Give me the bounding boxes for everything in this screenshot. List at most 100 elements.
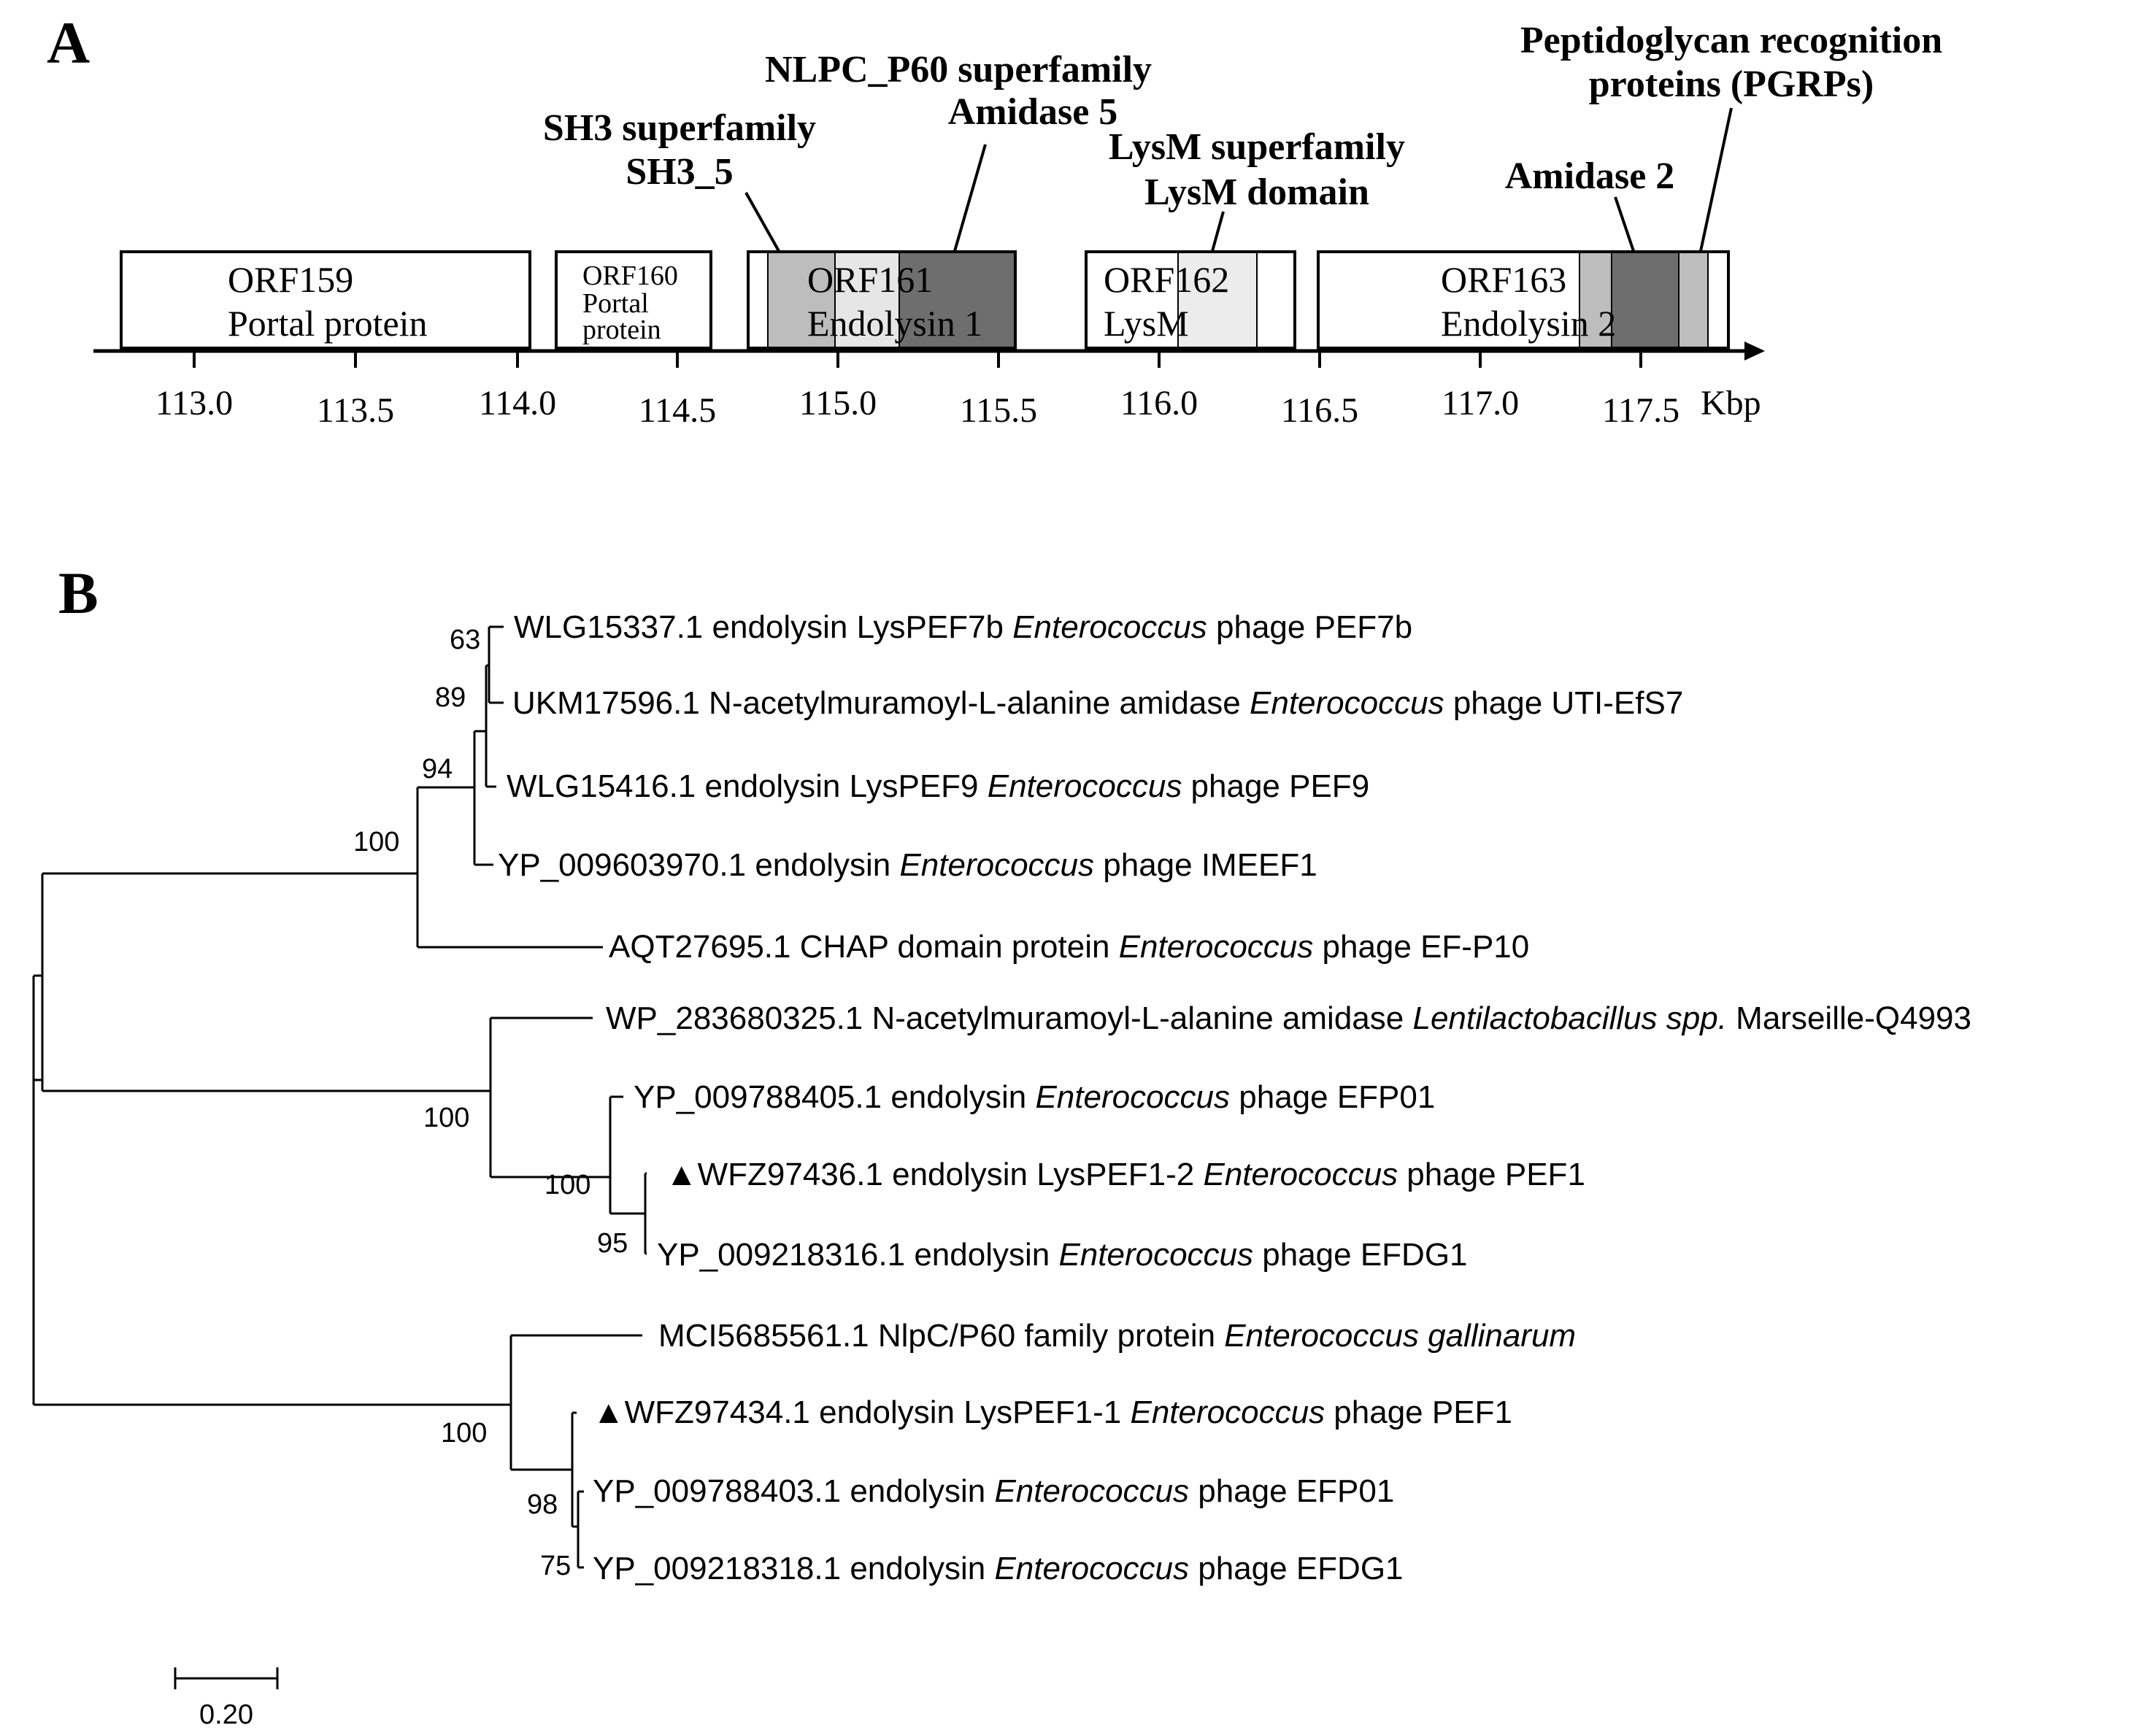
- axis-tick-label: 113.5: [317, 391, 394, 430]
- orf160-desc-line1: Portal: [582, 288, 649, 319]
- orf163-name: ORF163: [1441, 259, 1566, 300]
- pgrp-label-line1: Peptidoglycan recognition: [1520, 20, 1942, 61]
- leaf-host-name: Enterococcus: [1203, 1157, 1398, 1192]
- axis-tick-label: 114.5: [639, 391, 716, 430]
- leaf-host-name: Enterococcus: [1130, 1394, 1325, 1430]
- orf161-linker-block: [834, 251, 900, 349]
- pgrp-domain-block: [1678, 251, 1709, 349]
- leaf-phage-name: Marseille-Q4993: [1727, 1000, 1971, 1036]
- axis-tick-label: 117.5: [1602, 391, 1679, 430]
- panel-b-letter: B: [58, 560, 99, 626]
- bootstrap-63: 63: [450, 625, 480, 655]
- sh3-leader-line: [744, 192, 780, 252]
- leaf-host-name: Lentilactobacillus spp.: [1412, 1000, 1726, 1036]
- tree-leaf-label: UKM17596.1 N-acetylmuramoyl-L-alanine am…: [512, 685, 1683, 721]
- lysm-domain-label: LysM domain: [1144, 171, 1369, 213]
- orf160-gene: ORF160 Portal protein: [555, 250, 712, 350]
- leaf-host-name: Enterococcus: [1012, 609, 1207, 645]
- leaf-accession: YP_009788403.1 endolysin: [593, 1473, 994, 1509]
- genome-axis-ticks: [193, 351, 1642, 368]
- leaf-accession: YP_009603970.1 endolysin: [498, 847, 899, 883]
- leaf-phage-name: phage PEF1: [1398, 1157, 1585, 1192]
- leaf-phage-name: phage IMEEF1: [1094, 847, 1317, 883]
- orf163-desc: Endolysin 2: [1441, 303, 1616, 344]
- leaf-accession: WFZ97434.1 endolysin LysPEF1-1: [625, 1394, 1131, 1430]
- lysm-domain-block: [1177, 251, 1258, 349]
- leaf-accession: WLG15337.1 endolysin LysPEF7b: [514, 609, 1012, 645]
- axis-tick-label: 114.0: [479, 384, 556, 423]
- leaf-host-name: Enterococcus: [988, 768, 1182, 804]
- tree-leaf-labels: WLG15337.1 endolysin LysPEF7b Enterococc…: [498, 609, 1971, 1586]
- panel-a-letter: A: [47, 9, 90, 76]
- bootstrap-100-clade1: 100: [353, 827, 399, 857]
- amidase2-domain-block: [1611, 251, 1679, 349]
- leaf-accession: MCI5685561.1 NlpC/P60 family protein: [658, 1318, 1224, 1354]
- axis-tick-label: 117.0: [1442, 384, 1519, 423]
- orf161-gene: ORF161 Endolysin 1: [747, 250, 1017, 350]
- leaf-host-name: Enterococcus: [899, 847, 1094, 883]
- orf160-desc-line2: protein: [582, 315, 661, 345]
- amidase5-domain-block: [899, 251, 1016, 349]
- leaf-phage-name: phage PEF1: [1325, 1394, 1512, 1430]
- bootstrap-75: 75: [540, 1551, 571, 1581]
- leaf-accession: YP_009788405.1 endolysin: [634, 1079, 1035, 1115]
- tree-leaf-label: YP_009603970.1 endolysin Enterococcus ph…: [498, 847, 1317, 883]
- axis-tick-label: 116.0: [1120, 384, 1198, 423]
- orf163-gene: ORF163 Endolysin 2: [1317, 250, 1730, 350]
- leaf-host-name: Enterococcus: [1058, 1237, 1253, 1273]
- genome-axis-arrowhead: [1744, 342, 1765, 360]
- leaf-accession: YP_009218316.1 endolysin: [657, 1237, 1058, 1273]
- leaf-host-name: Enterococcus: [994, 1551, 1189, 1586]
- leaf-accession: YP_009218318.1 endolysin: [593, 1551, 994, 1586]
- leaf-phage-name: phage EFP01: [1230, 1079, 1435, 1115]
- orf162-desc: LysM: [1104, 303, 1189, 344]
- leaf-phage-name: phage PEF9: [1182, 768, 1369, 804]
- bootstrap-100-node: 100: [545, 1170, 590, 1200]
- orf159-desc: Portal protein: [228, 303, 428, 344]
- leaf-accession: AQT27695.1 CHAP domain protein: [609, 929, 1119, 965]
- leaf-host-name: Enterococcus gallinarum: [1224, 1318, 1576, 1354]
- sh3-domain-block: [767, 251, 836, 349]
- tree-leaf-label: WLG15337.1 endolysin LysPEF7b Enterococc…: [514, 609, 1412, 645]
- leaf-host-name: Enterococcus: [994, 1473, 1189, 1509]
- orf160-name: ORF160: [582, 261, 678, 291]
- tree-leaf-label: YP_009788405.1 endolysin Enterococcus ph…: [634, 1079, 1435, 1115]
- leaf-host-name: Enterococcus: [1119, 929, 1314, 965]
- bootstrap-95: 95: [597, 1228, 628, 1259]
- tree-leaf-label: YP_009218316.1 endolysin Enterococcus ph…: [657, 1237, 1468, 1273]
- leaf-host-name: Enterococcus: [1250, 685, 1444, 721]
- orf159-gene: ORF159 Portal protein: [120, 250, 531, 350]
- amidase2-leader-line: [1614, 196, 1635, 252]
- leaf-phage-name: phage EFP01: [1189, 1473, 1394, 1509]
- bootstrap-100-clade2: 100: [423, 1103, 469, 1133]
- orf162-name: ORF162: [1104, 259, 1229, 300]
- axis-tick-label: 116.5: [1281, 391, 1358, 430]
- pgrp-label-line2: proteins (PGRPs): [1589, 63, 1874, 105]
- leaf-host-name: Enterococcus: [1035, 1079, 1230, 1115]
- bootstrap-98: 98: [527, 1489, 558, 1520]
- leaf-accession: UKM17596.1 N-acetylmuramoyl-L-alanine am…: [512, 685, 1250, 721]
- axis-tick-label: 113.0: [155, 384, 233, 423]
- leaf-accession: WP_283680325.1 N-acetylmuramoyl-L-alanin…: [606, 1000, 1412, 1036]
- tree-leaf-label: WP_283680325.1 N-acetylmuramoyl-L-alanin…: [606, 1000, 1971, 1036]
- tree-leaf-label: YP_009788403.1 endolysin Enterococcus ph…: [593, 1473, 1394, 1509]
- tree-leaf-label: MCI5685561.1 NlpC/P60 family protein Ent…: [658, 1318, 1576, 1354]
- nlpc-leader-line: [953, 144, 987, 252]
- leaf-phage-name: phage EFDG1: [1253, 1237, 1468, 1273]
- leaf-accession: WFZ97436.1 endolysin LysPEF1-2: [698, 1157, 1204, 1192]
- axis-tick-label: 115.0: [799, 384, 877, 423]
- amidase2-label: Amidase 2: [1505, 155, 1675, 197]
- orf161-desc: Endolysin 1: [807, 303, 982, 344]
- tree-leaf-label: ▲WFZ97436.1 endolysin LysPEF1-2 Enteroco…: [666, 1157, 1585, 1192]
- bootstrap-94: 94: [422, 754, 453, 784]
- leaf-phage-name: phage UTI-EfS7: [1444, 685, 1684, 721]
- bootstrap-100-clade3: 100: [441, 1418, 487, 1448]
- scale-bar: [174, 1667, 279, 1689]
- sh3-5-label: SH3_5: [626, 151, 733, 193]
- leaf-phage-name: phage PEF7b: [1207, 609, 1412, 645]
- tree-leaf-label: YP_009218318.1 endolysin Enterococcus ph…: [593, 1551, 1404, 1586]
- tree-leaf-label: AQT27695.1 CHAP domain protein Enterococ…: [609, 929, 1529, 965]
- scale-bar-label: 0.20: [199, 1700, 253, 1730]
